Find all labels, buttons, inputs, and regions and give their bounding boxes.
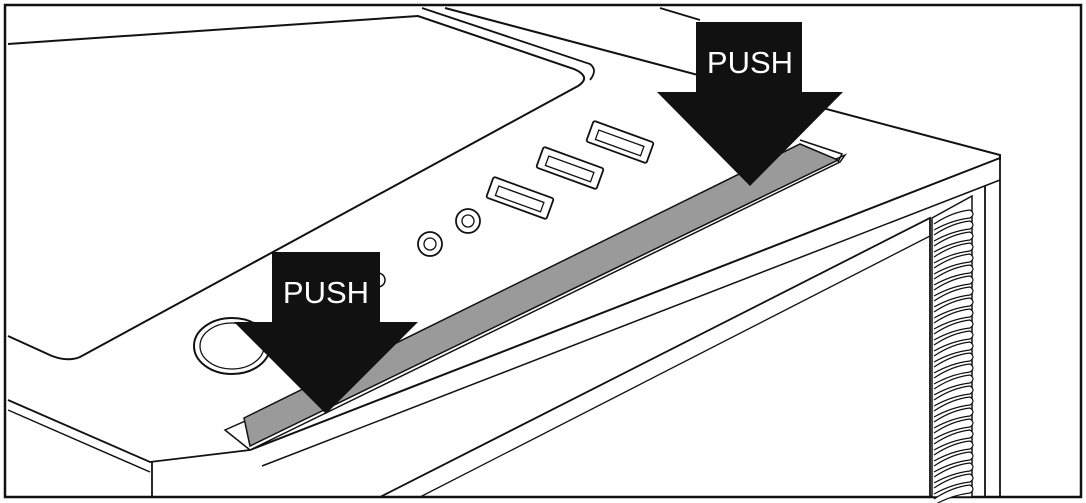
- case-right-panel-inner: [419, 235, 931, 498]
- vent-slat: [933, 209, 974, 231]
- vent-slat: [933, 330, 974, 352]
- usb-port-icon: [485, 176, 555, 220]
- top-cover-panel-edge: [421, 7, 595, 81]
- vent-slat: [933, 220, 974, 242]
- case-right-panel: [379, 216, 931, 498]
- case-right-top-edge: [249, 157, 1001, 451]
- push-label-left: PUSH: [283, 275, 369, 310]
- vent-slat: [933, 363, 974, 385]
- case-right-top-edge-inner: [261, 179, 1001, 467]
- vent-slat: [933, 275, 974, 297]
- case-front-edge-lower: [7, 409, 151, 473]
- vent-slat: [933, 319, 974, 341]
- front-panel-recess: [243, 143, 840, 448]
- vent-slat: [933, 440, 974, 462]
- vent-slat: [933, 385, 974, 407]
- usb-port-icon: [535, 146, 605, 190]
- down-arrow-icon: [657, 22, 843, 186]
- vent-slat: [933, 231, 974, 253]
- vent-slat: [933, 374, 974, 396]
- vent-slat: [933, 484, 974, 503]
- vent-slat: [933, 352, 974, 374]
- vent-slat: [933, 242, 974, 264]
- vent-slat: [933, 297, 974, 319]
- usb-port-icon: [585, 120, 655, 164]
- push-arrow-right: PUSH: [657, 22, 843, 186]
- audio-jack-icon: [455, 208, 481, 234]
- vent-slat: [933, 264, 974, 286]
- vent-slat: [933, 473, 974, 495]
- audio-jack-icon: [417, 231, 443, 257]
- vent-slat: [933, 418, 974, 440]
- vent-slat: [933, 286, 974, 308]
- push-label-right: PUSH: [707, 45, 793, 80]
- top-cover-panel: [7, 14, 585, 361]
- vent-slat: [933, 253, 974, 275]
- vent-slat: [933, 429, 974, 451]
- vent-slat: [933, 396, 974, 418]
- recess-end-notch: [799, 139, 844, 163]
- vent-slat: [933, 462, 974, 484]
- push-arrow-left: PUSH: [234, 252, 418, 414]
- down-arrow-icon: [234, 252, 418, 414]
- case-top-outline-rear: [659, 7, 701, 21]
- vent-slat: [933, 308, 974, 330]
- vent-slat: [933, 407, 974, 429]
- vent-slat: [933, 451, 974, 473]
- side-vent-mesh: [931, 194, 974, 503]
- case-front-edge: [7, 399, 251, 463]
- vent-slat: [933, 341, 974, 363]
